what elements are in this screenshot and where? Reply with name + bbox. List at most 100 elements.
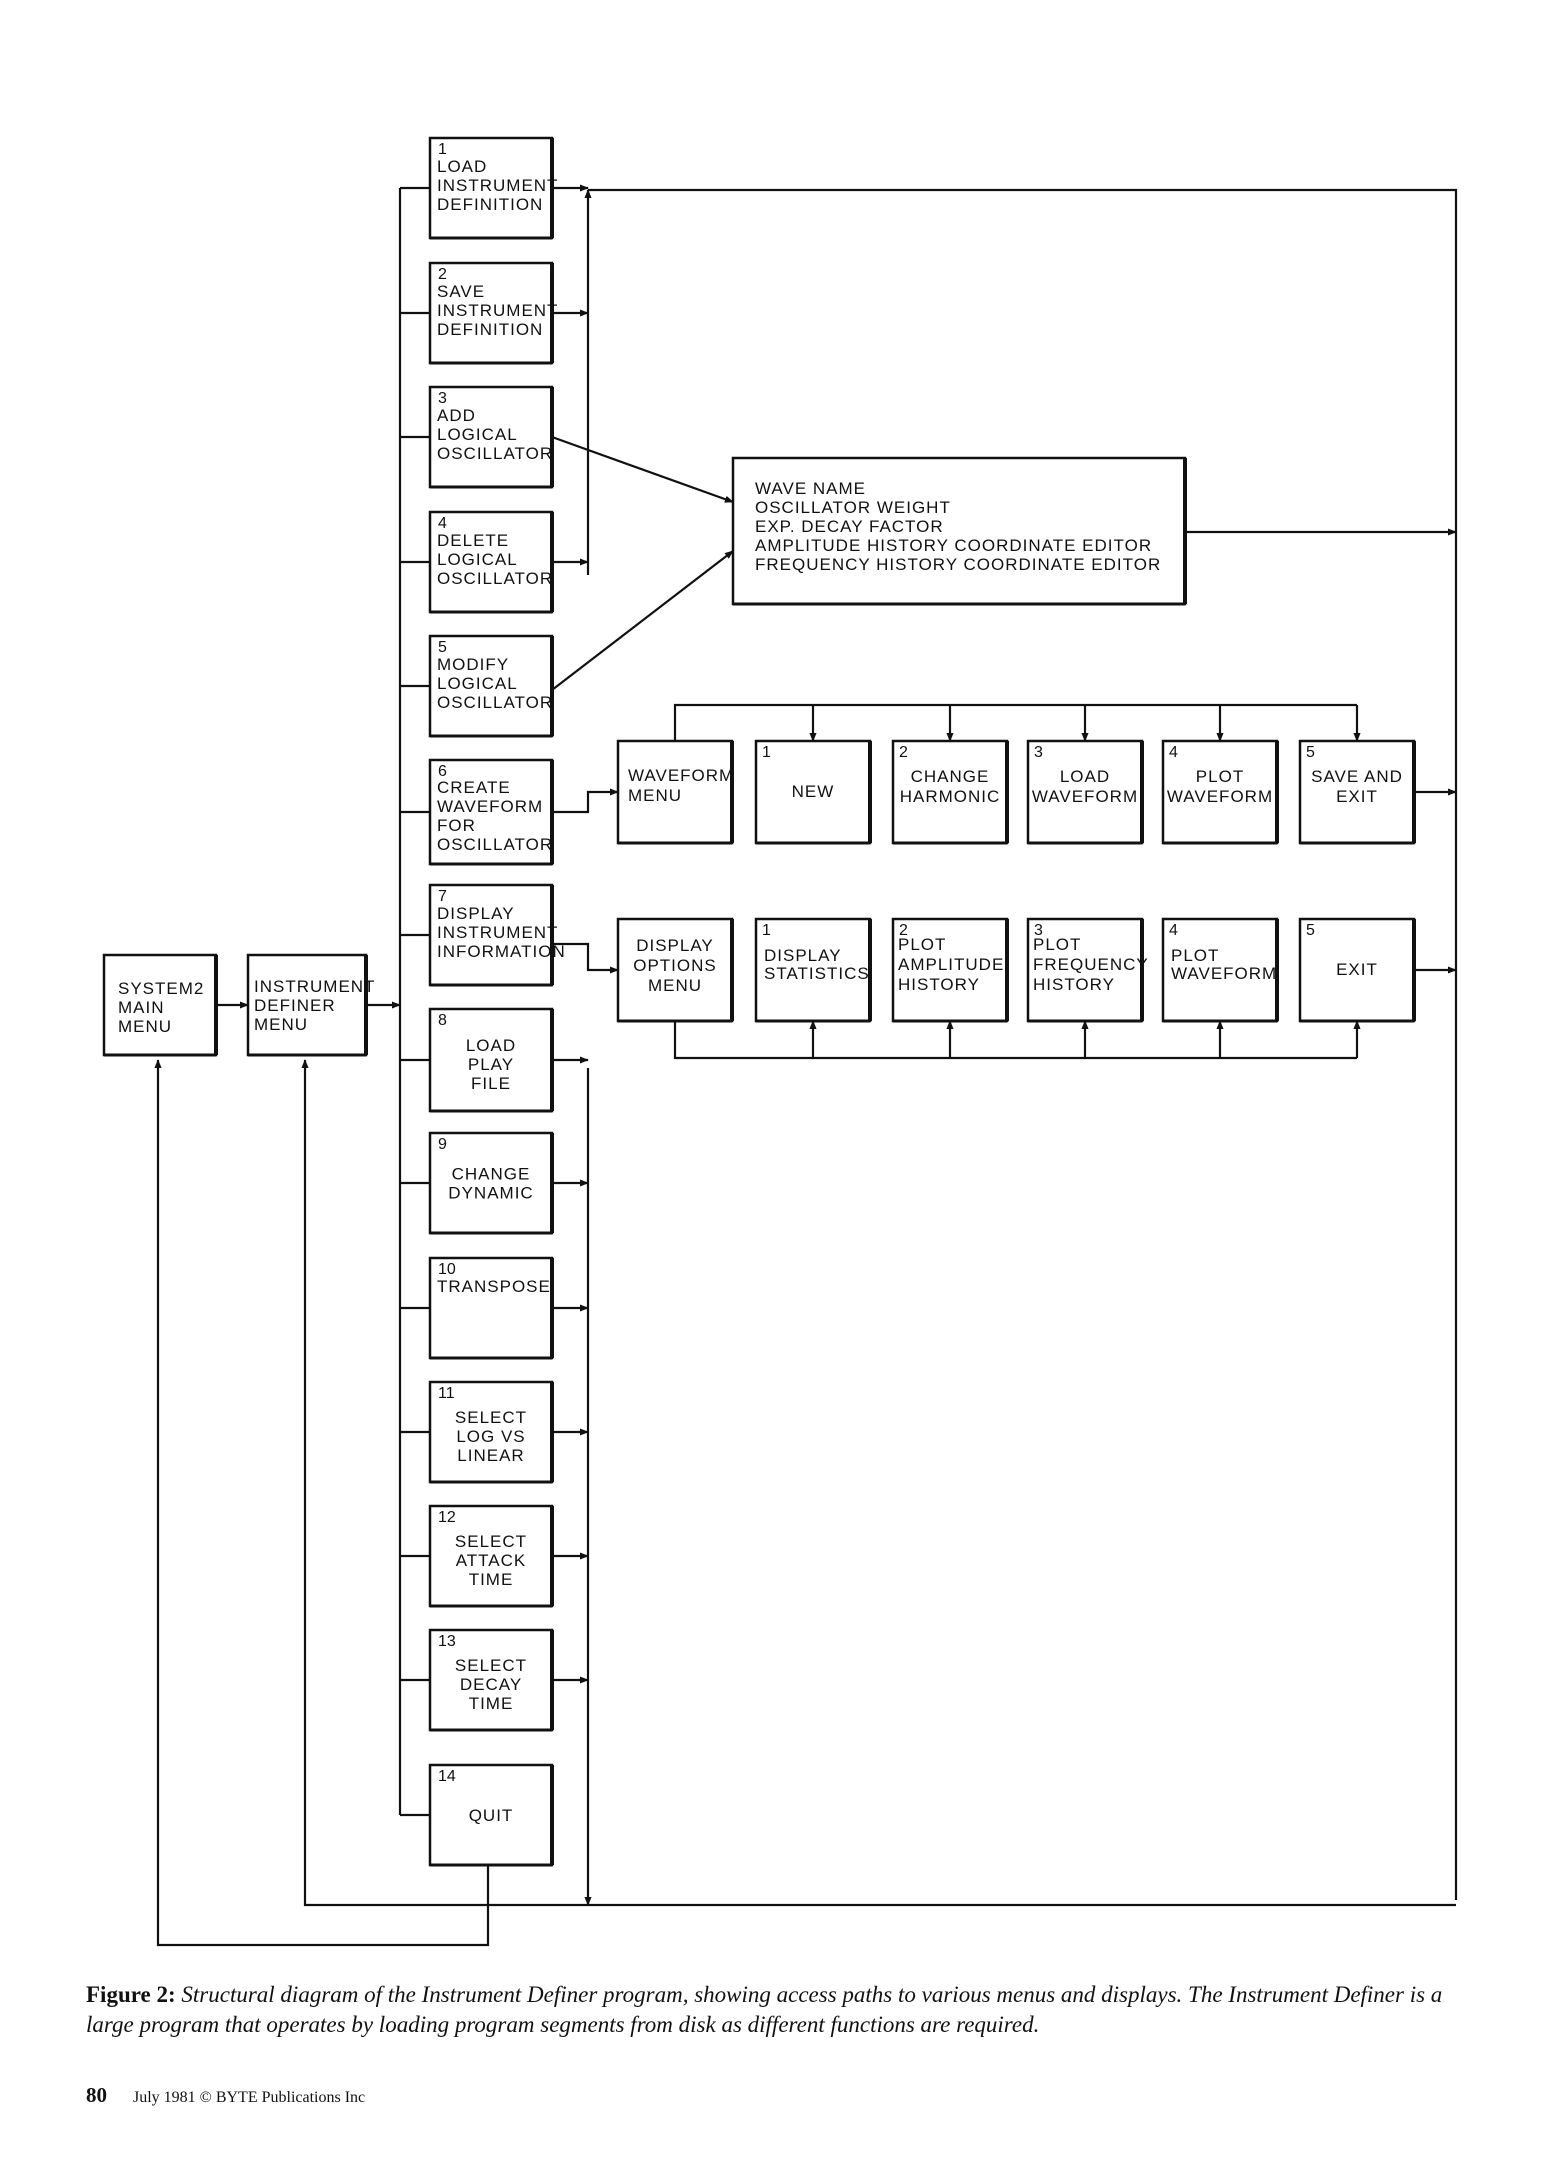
definer-return-line	[301, 1059, 1456, 1907]
oscillator-editor-label: EXP. DECAY FACTOR	[755, 517, 944, 536]
menu-item-label: SELECT	[455, 1408, 527, 1427]
main-menu-label: SYSTEM2	[118, 979, 204, 998]
caption-text: Structural diagram of the Instrument Def…	[86, 1982, 1443, 2037]
waveform-menu-label: WAVEFORM	[628, 766, 734, 785]
menu-item-label: DEFINITION	[437, 320, 543, 339]
display-option-number: 1	[762, 922, 771, 939]
menu-item-2-frame	[428, 261, 554, 365]
menu-item-label: LOGICAL	[437, 425, 518, 444]
display-option-label: HISTORY	[898, 975, 980, 994]
menu-item-number: 8	[438, 1012, 447, 1029]
display-option-number: 2	[899, 922, 908, 939]
waveform-option-4-frame	[1161, 739, 1279, 845]
display-bus	[673, 1021, 1357, 1060]
menu-item-label: TIME	[469, 1570, 514, 1589]
menu-item-label: TRANSPOSE	[437, 1277, 551, 1296]
waveform-option-label: LOAD	[1060, 767, 1110, 786]
waveform-option-label: SAVE AND	[1311, 767, 1403, 786]
oscillator-editor-label: FREQUENCY HISTORY COORDINATE EDITOR	[755, 555, 1161, 574]
modify-oscillator-arrow	[551, 550, 734, 691]
menu-item-label: LOGICAL	[437, 674, 518, 693]
menu-item-number: 6	[438, 763, 447, 780]
waveform-option-2-frame	[891, 739, 1009, 845]
menu-item-label: SELECT	[455, 1532, 527, 1551]
publication-line: July 1981 © BYTE Publications Inc	[133, 2089, 366, 2106]
page-footer: 80 July 1981 © BYTE Publications Inc	[86, 2083, 365, 2108]
menu-item-label: FOR	[437, 816, 476, 835]
menu-item-number: 10	[438, 1261, 456, 1278]
waveform-option-5-frame	[1298, 739, 1416, 845]
menu-item-number: 4	[438, 515, 447, 532]
waveform-option-1-frame	[754, 739, 872, 845]
menu-item-label: MODIFY	[437, 655, 509, 674]
menu-item-label: OSCILLATOR	[437, 444, 553, 463]
display-option-label: HISTORY	[1033, 975, 1115, 994]
create-waveform-arrow	[552, 788, 619, 814]
menu-item-7-frame	[428, 883, 554, 987]
menu-item-8-frame	[428, 1007, 554, 1113]
main-menu-label: MENU	[118, 1017, 172, 1036]
connector-lines	[154, 184, 1458, 1947]
menu-item-label: INSTRUMENT	[437, 923, 558, 942]
display-option-2-frame	[891, 917, 1009, 1023]
waveform-option-label: PLOT	[1196, 767, 1244, 786]
oscillator-editor-label: OSCILLATOR WEIGHT	[755, 498, 951, 517]
menu-item-label: CHANGE	[452, 1165, 531, 1184]
menu-item-label: SAVE	[437, 282, 485, 301]
top-return-line	[588, 188, 1458, 1900]
display-option-label: STATISTICS	[764, 964, 870, 983]
menu-item-number: 5	[438, 639, 447, 656]
waveform-option-number: 3	[1034, 744, 1043, 761]
display-info-arrow	[552, 942, 619, 974]
main-menu-label: MAIN	[118, 998, 165, 1017]
diagram-boxes: 1LOADINSTRUMENTDEFINITION2SAVEINSTRUMENT…	[102, 136, 1416, 1867]
waveform-option-number: 1	[762, 744, 771, 761]
menu-item-label: DYNAMIC	[448, 1184, 533, 1203]
menu-item-label: DECAY	[460, 1675, 522, 1694]
menu-item-number: 13	[438, 1633, 456, 1650]
display-option-1-frame	[754, 917, 872, 1023]
display-option-label: WAVEFORM	[1171, 964, 1277, 983]
menu-item-number: 9	[438, 1136, 447, 1153]
definer-menu-label: DEFINER	[254, 996, 336, 1015]
menu-item-number: 11	[438, 1385, 455, 1402]
display-option-number: 4	[1169, 922, 1178, 939]
menu-item-label: SELECT	[455, 1656, 527, 1675]
waveform-option-label: WAVEFORM	[1167, 787, 1273, 806]
display-option-label: EXIT	[1336, 960, 1378, 979]
waveform-option-number: 5	[1306, 744, 1315, 761]
menu-item-number: 2	[438, 266, 447, 283]
menu-item-label: LOAD	[437, 157, 487, 176]
display-options-menu-box-frame	[616, 917, 734, 1023]
menu-item-label: DISPLAY	[437, 904, 515, 923]
definer-menu-label: MENU	[254, 1015, 308, 1034]
menu-item-label: LOAD	[466, 1036, 516, 1055]
display-menu-label: OPTIONS	[633, 956, 717, 975]
menu-item-14-frame	[428, 1763, 554, 1867]
menu-item-label: INSTRUMENT	[437, 176, 558, 195]
display-option-label: PLOT	[898, 935, 946, 954]
display-option-label: PLOT	[1033, 935, 1081, 954]
menu-item-label: OSCILLATOR	[437, 693, 553, 712]
